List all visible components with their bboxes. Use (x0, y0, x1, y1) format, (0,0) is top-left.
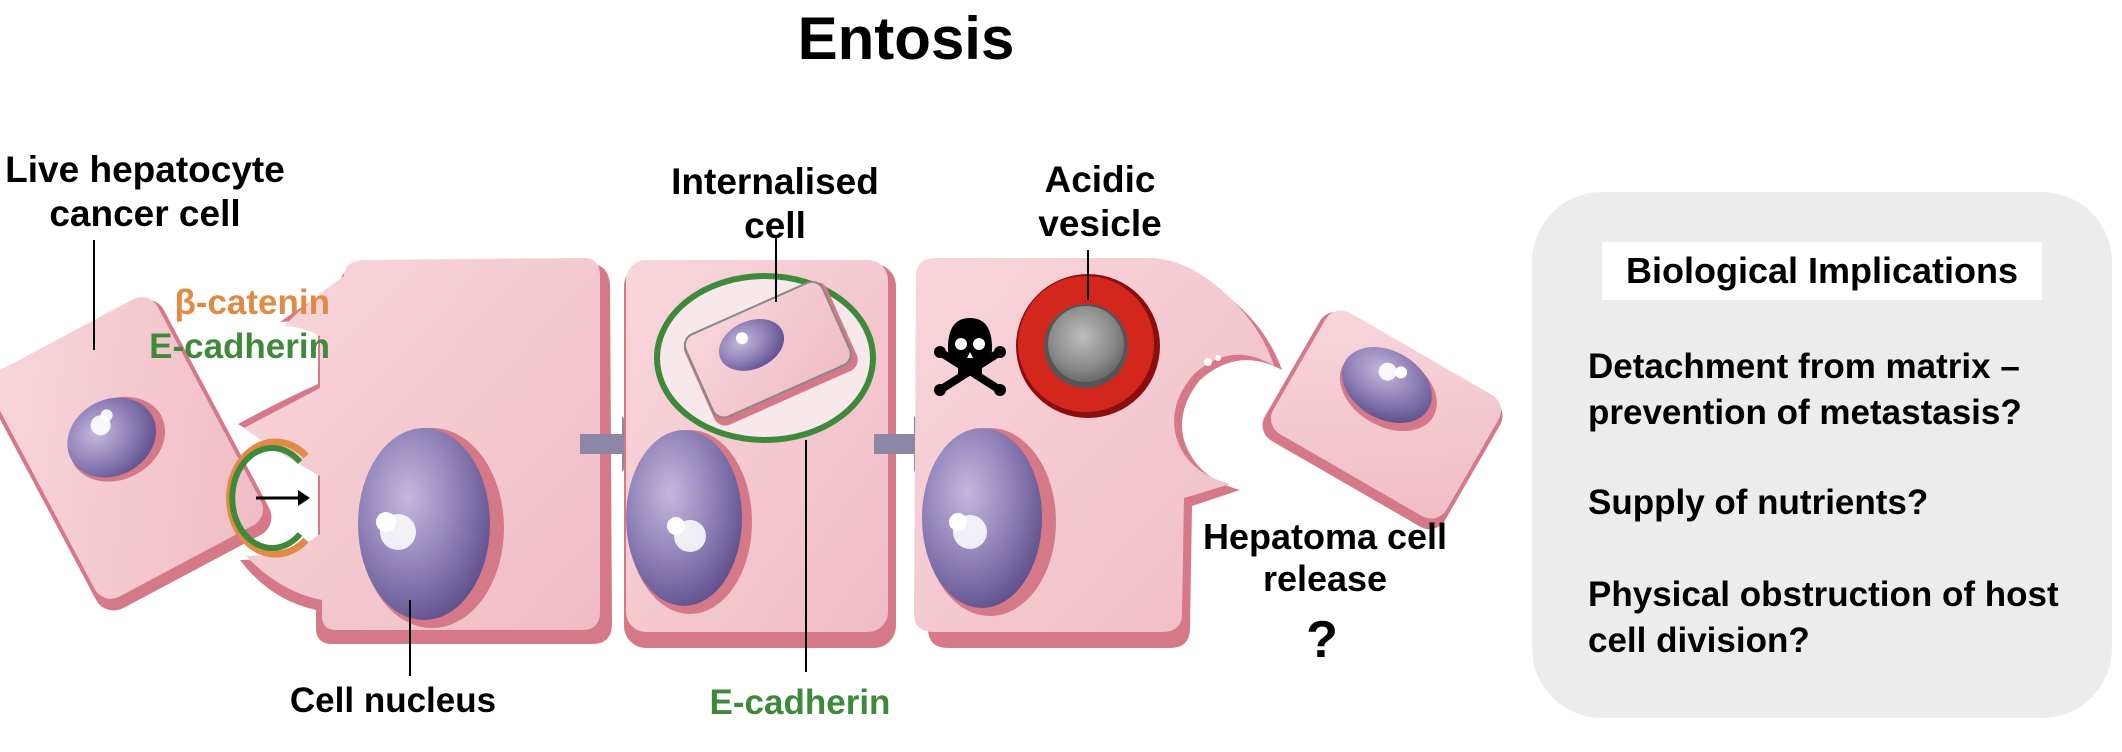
implication-item: Physical obstruction of host cell divisi… (1588, 575, 2059, 660)
released-cell (1262, 310, 1503, 530)
implications-heading: Biological Implications (1602, 242, 2042, 300)
live-cell (0, 297, 272, 611)
label-internalised-cell: Internalised cell (671, 161, 879, 246)
junction-crescent (226, 438, 309, 558)
arrow-right-icon (256, 490, 310, 506)
label-e-cadherin-bottom: E-cadherin (709, 683, 891, 722)
label-question-mark: ? (1306, 611, 1338, 669)
host-cell-2 (624, 260, 896, 648)
label-beta-catenin: β-catenin (174, 283, 330, 322)
acidic-vesicle-shape (1016, 274, 1160, 418)
host-cell-3 (914, 257, 1282, 648)
skull-crossbones-icon (934, 318, 1006, 396)
host-cell-1 (238, 258, 612, 644)
label-live-cell: Live hepatocyte cancer cell (5, 149, 285, 234)
implication-item: Detachment from matrix – prevention of m… (1588, 347, 2022, 432)
label-hepatoma-release: Hepatoma cell release (1202, 516, 1448, 600)
label-acidic-vesicle: Acidic vesicle (1038, 159, 1162, 244)
diagram-title: Entosis (797, 5, 1015, 72)
internalised-cell (683, 280, 858, 426)
label-e-cadherin-left: E-cadherin (149, 327, 330, 366)
implication-item: Supply of nutrients? (1588, 483, 1929, 522)
implications-panel: Biological Implications Detachment from … (1532, 192, 2112, 718)
label-cell-nucleus: Cell nucleus (289, 681, 497, 720)
